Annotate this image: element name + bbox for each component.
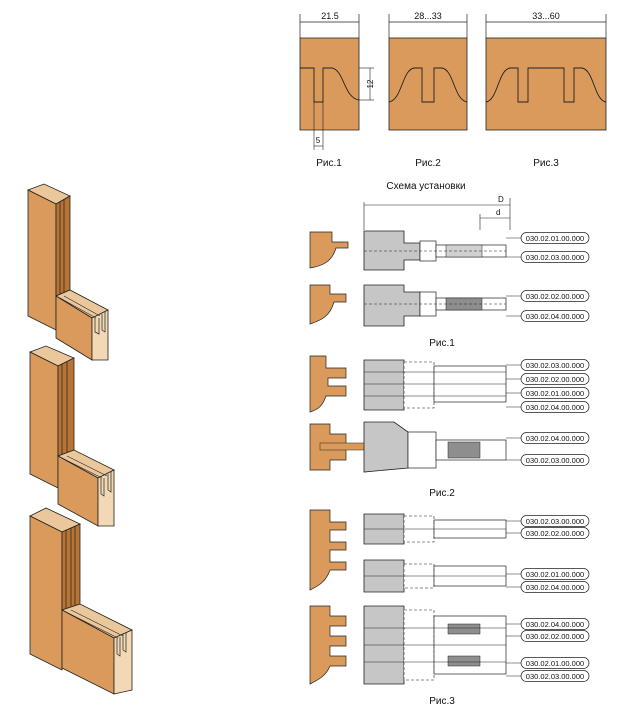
caption: Рис.1 (316, 158, 342, 169)
part-number-pill (520, 387, 590, 399)
part-number-pill (520, 568, 590, 580)
caption: Рис.3 (533, 158, 559, 169)
part-number-pill (520, 373, 590, 385)
part-number-text: 030.02.02.00.000 (526, 375, 584, 384)
part-number-text: 030.02.01.00.000 (526, 570, 584, 579)
part-number-pill (520, 657, 590, 669)
part-number-pill (520, 401, 590, 413)
frame-illustration-1 (27, 183, 109, 361)
width-label: 21.5 (321, 11, 339, 21)
frame-illustration-3 (29, 507, 133, 695)
part-number-text: 030.02.01.00.000 (526, 234, 584, 243)
part-number-pill (520, 359, 590, 371)
part-number-pill (520, 454, 590, 466)
scheme-caption: Рис.1 (429, 338, 455, 349)
part-number-pill (520, 310, 590, 322)
part-number-text: 030.02.03.00.000 (526, 456, 584, 465)
part-number-text: 030.02.04.00.000 (526, 434, 584, 443)
top-profile-3: 33...60 Рис.3 (485, 11, 607, 169)
part-number-labels: 030.02.01.00.000 030.02.03.00.000 030.02.0… (506, 232, 590, 682)
part-number-pill (520, 432, 590, 444)
dim-D-label: D (498, 195, 504, 204)
top-profile-2: 28...33 Рис.2 (388, 11, 468, 169)
part-number-pill (520, 515, 590, 527)
part-number-text: 030.02.04.00.000 (526, 583, 584, 592)
part-number-text: 030.02.03.00.000 (526, 672, 584, 681)
part-number-text: 030.02.01.00.000 (526, 659, 584, 668)
part-number-text: 030.02.03.00.000 (526, 361, 584, 370)
part-number-pill (520, 251, 590, 263)
scheme-caption: Рис.2 (429, 488, 455, 499)
part-number-pill (520, 670, 590, 682)
diameter-dimensions: D d (363, 195, 511, 230)
part-number-pill (520, 630, 590, 642)
scheme-group-1: Рис.1 (309, 230, 507, 349)
part-number-text: 030.02.02.00.000 (526, 632, 584, 641)
part-number-text: 030.02.03.00.000 (526, 253, 584, 262)
part-number-pill (520, 581, 590, 593)
frame-illustration-2 (29, 345, 115, 527)
scheme-group-2: Рис.2 (309, 355, 507, 499)
part-number-text: 030.02.04.00.000 (526, 620, 584, 629)
scheme-title: Схема установки (386, 181, 465, 192)
part-number-pill (520, 232, 590, 244)
part-number-text: 030.02.01.00.000 (526, 389, 584, 398)
caption: Рис.2 (415, 158, 441, 169)
width-label: 33...60 (532, 11, 560, 21)
part-number-text: 030.02.04.00.000 (526, 312, 584, 321)
part-number-text: 030.02.03.00.000 (526, 517, 584, 526)
part-number-text: 030.02.04.00.000 (526, 403, 584, 412)
scheme-caption: Рис.3 (429, 696, 455, 707)
top-profile-1: 21.5 12 5 Рис.1 (299, 11, 375, 169)
scheme-group-3: Рис.3 (309, 509, 507, 707)
part-number-pill (520, 618, 590, 630)
groove-width-label: 5 (316, 136, 321, 145)
dim-d-label: d (496, 208, 500, 217)
width-label: 28...33 (414, 11, 442, 21)
part-number-text: 030.02.02.00.000 (526, 529, 584, 538)
part-number-pill (520, 527, 590, 539)
part-number-pill (520, 290, 590, 302)
part-number-text: 030.02.02.00.000 (526, 292, 584, 301)
height-label: 12 (366, 79, 375, 88)
